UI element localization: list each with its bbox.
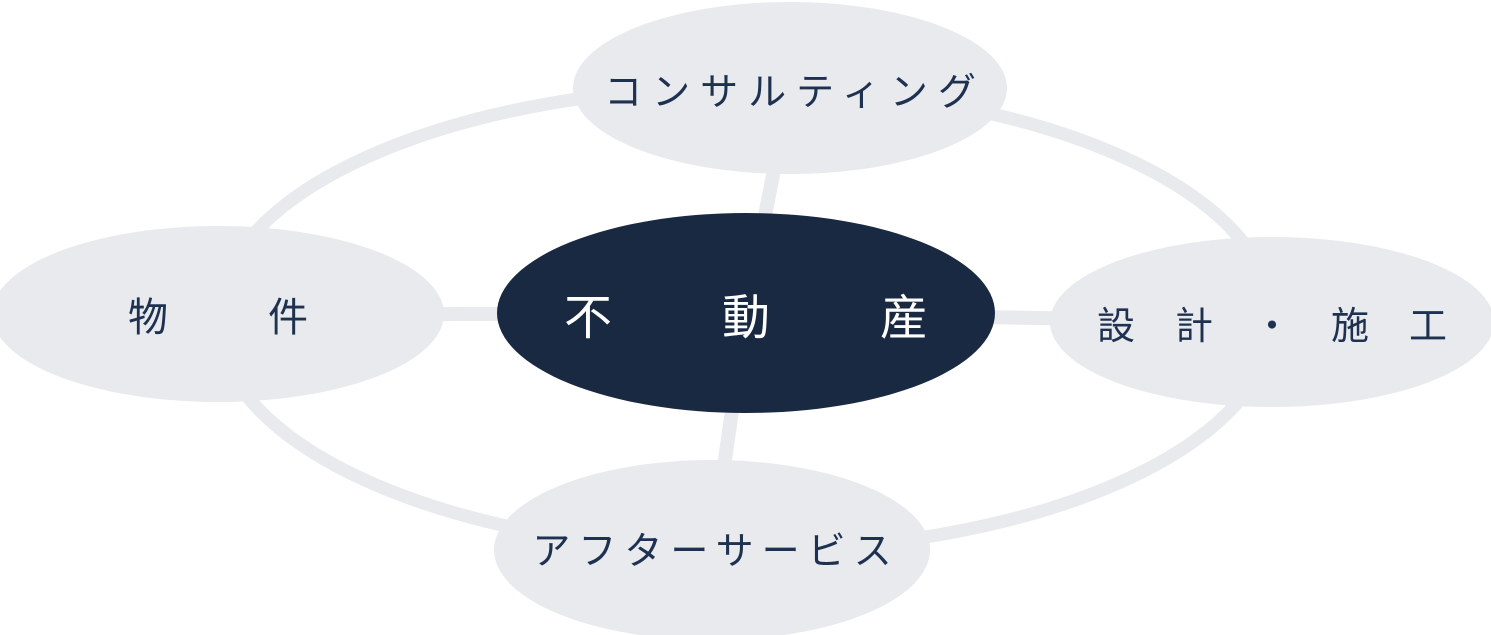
- node-top-ellipse: [573, 2, 1007, 174]
- node-right-ellipse: [1050, 237, 1491, 407]
- node-left-ellipse: [0, 226, 444, 402]
- node-bottom-ellipse: [494, 460, 930, 635]
- hub-ellipse: [497, 213, 995, 413]
